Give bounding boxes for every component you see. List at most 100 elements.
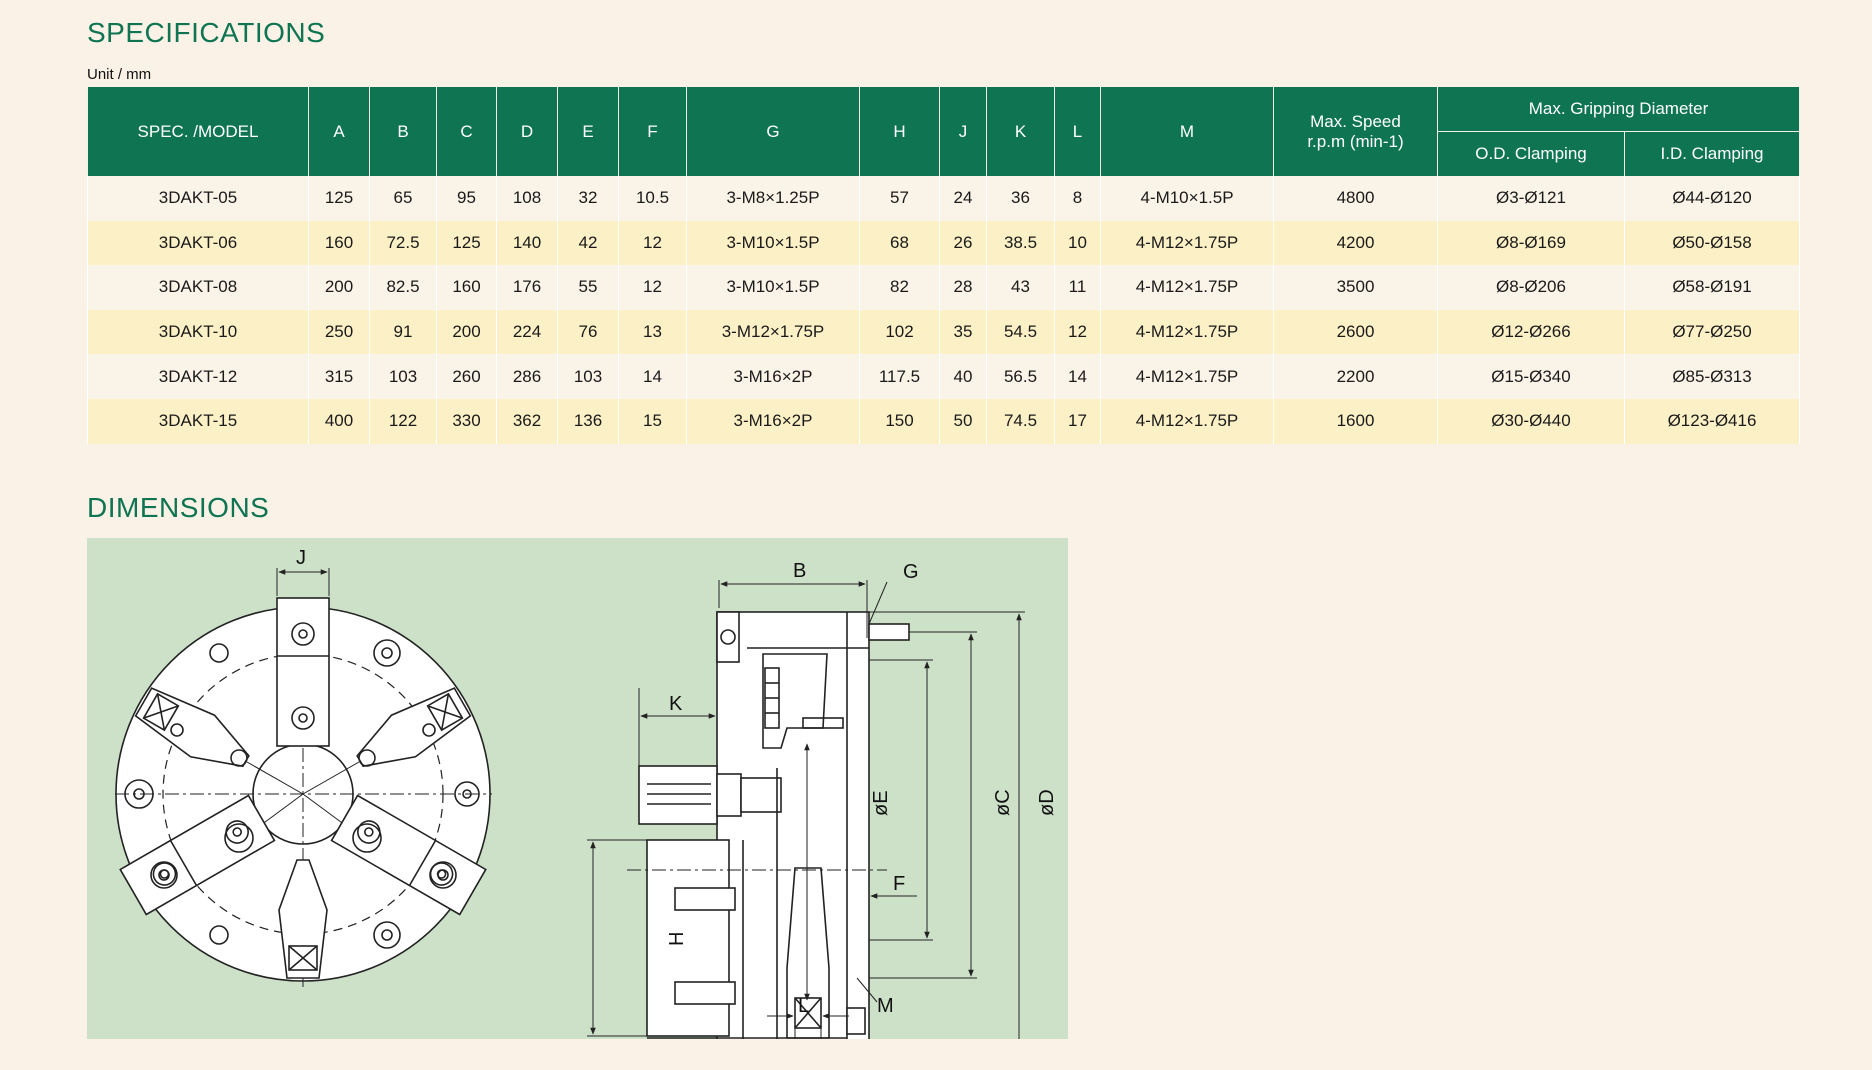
- table-cell: 3-M10×1.5P: [686, 265, 860, 310]
- table-cell: 12: [1054, 309, 1101, 355]
- specifications-title: SPECIFICATIONS: [87, 17, 326, 48]
- table-cell: 10.5: [618, 176, 687, 221]
- table-cell: 4-M12×1.75P: [1100, 220, 1274, 266]
- cell-model: 3DAKT-05: [87, 176, 309, 221]
- table-cell: Ø50-Ø158: [1623, 220, 1801, 266]
- table-cell: 250: [308, 309, 370, 355]
- table-cell: 330: [436, 398, 497, 444]
- table-cell: 160: [436, 265, 497, 310]
- table-cell: 224: [496, 309, 558, 355]
- label-f: F: [893, 873, 905, 895]
- table-cell: 4-M12×1.75P: [1100, 398, 1274, 444]
- cell-model: 3DAKT-12: [87, 354, 309, 399]
- table-cell: 74.5: [986, 398, 1055, 444]
- table-cell: 50: [939, 398, 987, 444]
- table-cell: 55: [557, 265, 619, 310]
- table-cell: 150: [859, 398, 940, 444]
- header-col: D: [496, 87, 558, 176]
- table-cell: 43: [986, 265, 1055, 310]
- table-cell: 14: [1054, 354, 1101, 399]
- table-cell: 400: [308, 398, 370, 444]
- table-cell: 2600: [1273, 309, 1438, 355]
- table-cell: 286: [496, 354, 558, 399]
- label-m: M: [877, 995, 894, 1017]
- label-e: øE: [870, 790, 892, 816]
- table-cell: 4800: [1273, 176, 1438, 221]
- label-d: øD: [1036, 789, 1058, 816]
- table-cell: Ø30-Ø440: [1437, 398, 1625, 444]
- table-cell: 11: [1054, 265, 1101, 310]
- table-cell: 1600: [1273, 398, 1438, 444]
- unit-label: Unit / mm: [87, 66, 152, 83]
- table-cell: 176: [496, 265, 558, 310]
- table-cell: 4-M12×1.75P: [1100, 354, 1274, 399]
- table-cell: 102: [859, 309, 940, 355]
- header-col: M: [1100, 87, 1274, 176]
- header-col: A: [308, 87, 370, 176]
- table-cell: 14: [618, 354, 687, 399]
- cell-model: 3DAKT-06: [87, 220, 309, 266]
- table-cell: Ø123-Ø416: [1623, 398, 1801, 444]
- cell-model: 3DAKT-10: [87, 309, 309, 355]
- table-cell: 117.5: [859, 354, 940, 399]
- table-cell: 12: [618, 220, 687, 266]
- table-cell: 2200: [1273, 354, 1438, 399]
- table-cell: Ø85-Ø313: [1623, 354, 1801, 399]
- table-cell: 315: [308, 354, 370, 399]
- table-cell: Ø12-Ø266: [1437, 309, 1625, 355]
- table-cell: 91: [369, 309, 437, 355]
- table-cell: 28: [939, 265, 987, 310]
- header-id-clamping: I.D. Clamping: [1623, 131, 1801, 176]
- table-cell: 26: [939, 220, 987, 266]
- table-cell: 65: [369, 176, 437, 221]
- table-cell: 72.5: [369, 220, 437, 266]
- label-k: K: [669, 693, 683, 715]
- table-cell: 4200: [1273, 220, 1438, 266]
- max-speed-line2: r.p.m (min-1): [1307, 131, 1404, 151]
- table-cell: 32: [557, 176, 619, 221]
- max-speed-line1: Max. Speed: [1310, 111, 1401, 131]
- wedge-left: [134, 687, 250, 768]
- table-cell: Ø58-Ø191: [1623, 265, 1801, 310]
- table-cell: 362: [496, 398, 558, 444]
- table-cell: 40: [939, 354, 987, 399]
- table-cell: 57: [859, 176, 940, 221]
- table-cell: 82: [859, 265, 940, 310]
- table-cell: 3-M16×2P: [686, 398, 860, 444]
- table-cell: 3-M10×1.5P: [686, 220, 860, 266]
- cell-model: 3DAKT-15: [87, 398, 309, 444]
- header-col: G: [686, 87, 860, 176]
- chuck-drawing: J: [115, 547, 1058, 1039]
- header-col: C: [436, 87, 497, 176]
- side-view: [587, 580, 1025, 1039]
- header-col: B: [369, 87, 437, 176]
- mounting-holes: [124, 639, 480, 949]
- table-cell: 54.5: [986, 309, 1055, 355]
- table-cell: 12: [618, 265, 687, 310]
- label-c: øC: [992, 789, 1014, 816]
- header-model: SPEC. /MODEL: [87, 87, 309, 176]
- table-cell: 76: [557, 309, 619, 355]
- table-cell: 160: [308, 220, 370, 266]
- table-cell: 4-M12×1.75P: [1100, 265, 1274, 310]
- front-view: [115, 568, 492, 990]
- table-cell: 200: [436, 309, 497, 355]
- table-cell: 36: [986, 176, 1055, 221]
- table-cell: 125: [436, 220, 497, 266]
- table-cell: 42: [557, 220, 619, 266]
- wedge-right: [356, 687, 472, 768]
- table-cell: 3-M8×1.25P: [686, 176, 860, 221]
- wedge-bottom: [278, 859, 328, 979]
- table-cell: 15: [618, 398, 687, 444]
- table-cell: 10: [1054, 220, 1101, 266]
- table-cell: 13: [618, 309, 687, 355]
- table-cell: 3500: [1273, 265, 1438, 310]
- table-cell: Ø15-Ø340: [1437, 354, 1625, 399]
- table-cell: Ø77-Ø250: [1623, 309, 1801, 355]
- header-col: F: [618, 87, 687, 176]
- header-col: K: [986, 87, 1055, 176]
